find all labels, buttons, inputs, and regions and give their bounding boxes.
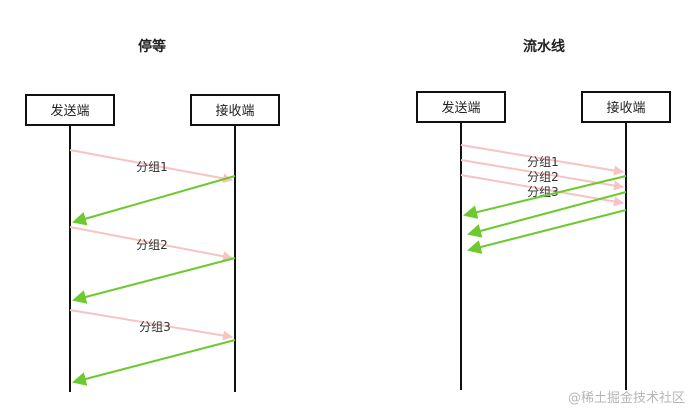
pipeline-ack-arrow-3 xyxy=(467,209,627,254)
pipeline-data-arrow-1 xyxy=(460,144,624,176)
packet-label-2: 分组2 xyxy=(136,238,168,252)
receiver-label: 接收端 xyxy=(215,103,254,119)
pipeline-receiver-box xyxy=(581,91,671,123)
stop-and-wait-title: 停等 xyxy=(138,38,166,55)
packet-label-3: 分组3 xyxy=(139,320,171,334)
pipeline-data-arrow-3 xyxy=(460,174,624,207)
data-arrow-2 xyxy=(69,226,233,262)
data-arrow-1 xyxy=(69,149,233,184)
pipeline-diagram: 流水线 发送端 接收端 分组1 分组2 分组3 xyxy=(416,38,671,390)
ack-arrow-1 xyxy=(72,175,236,226)
sender-label: 发送端 xyxy=(50,103,89,119)
pipeline-ack-arrow-1 xyxy=(463,175,627,219)
packet-label-1: 分组1 xyxy=(136,160,168,174)
pipeline-packet-label-3: 分组3 xyxy=(527,185,559,199)
pipeline-ack-arrow-2 xyxy=(467,191,627,238)
ack-arrow-3 xyxy=(72,339,236,386)
watermark-text: @稀土掘金技术社区 xyxy=(568,390,685,406)
pipeline-sender-box xyxy=(416,91,506,123)
ack-arrow-2 xyxy=(72,257,236,304)
pipeline-title: 流水线 xyxy=(523,38,565,55)
data-arrow-3 xyxy=(69,309,233,341)
pipeline-sender-label: 发送端 xyxy=(441,100,480,116)
pipeline-receiver-label: 接收端 xyxy=(606,100,645,116)
pipeline-packet-label-2: 分组2 xyxy=(527,170,559,184)
stop-and-wait-diagram: 停等 发送端 接收端 分组1 分组2 分组3 xyxy=(25,38,280,392)
pipeline-packet-label-1: 分组1 xyxy=(527,155,559,169)
